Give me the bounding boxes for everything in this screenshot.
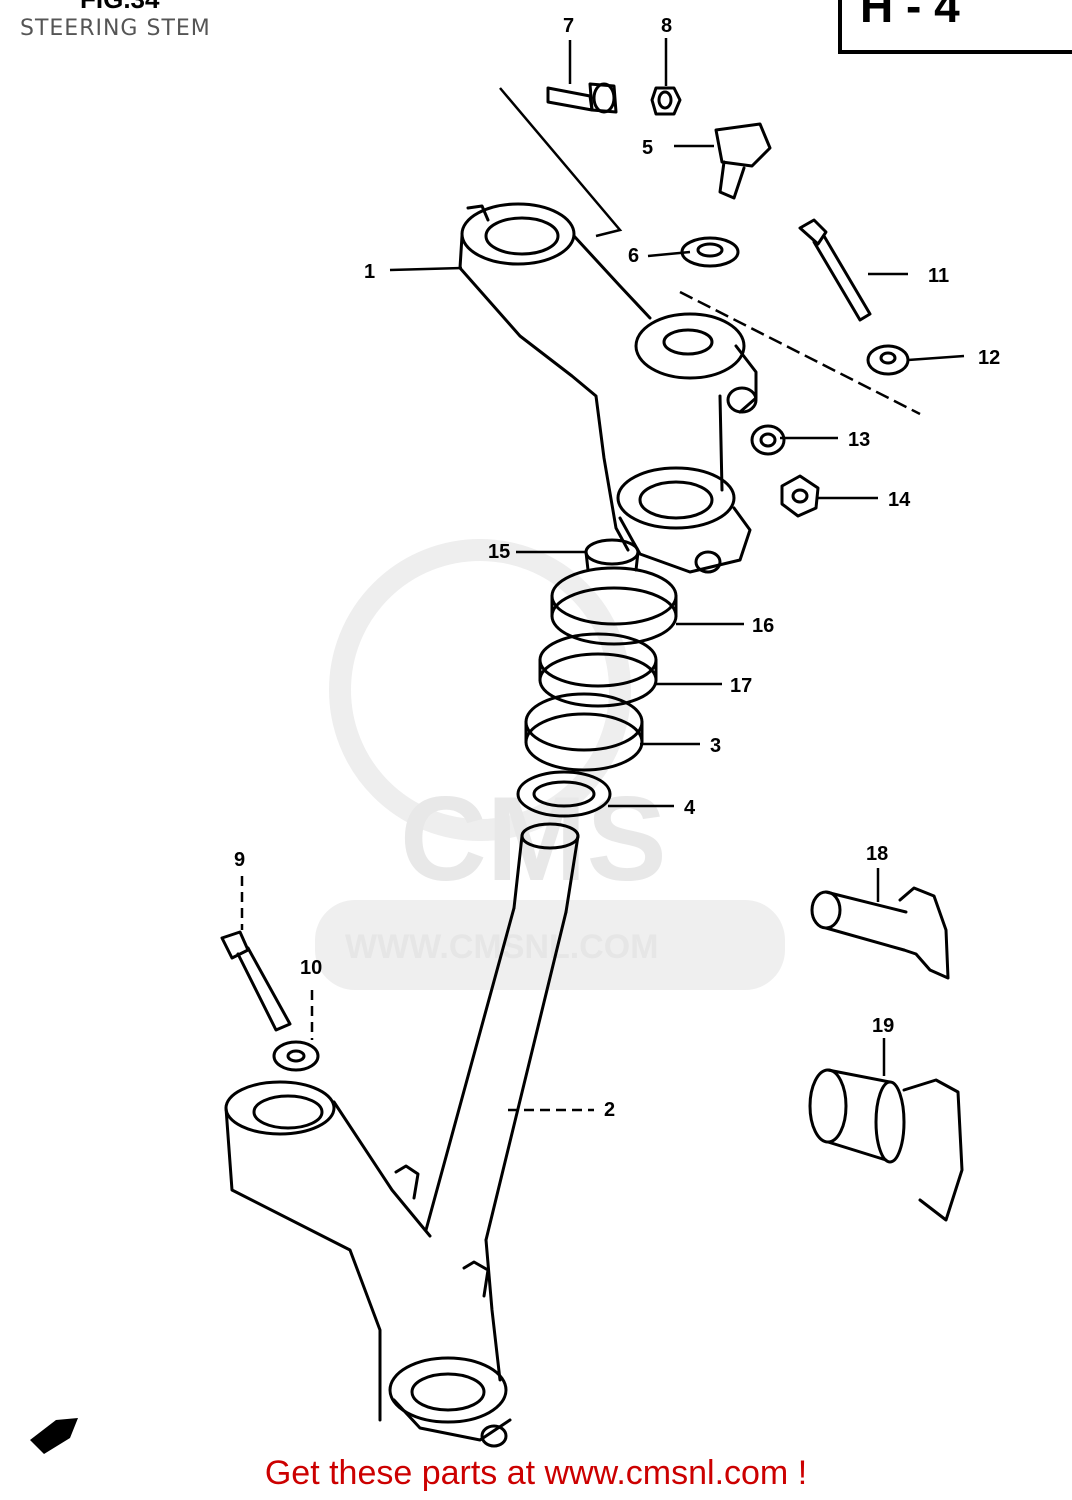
label-7: 7 <box>563 15 574 37</box>
part-19-switch <box>808 1068 964 1222</box>
part-2-steering-stem <box>224 822 580 1448</box>
label-14: 14 <box>888 489 911 511</box>
part-9-bolt <box>220 930 292 1032</box>
diagram-title: STEERING STEM <box>20 16 211 41</box>
watermark: CMS WWW.CMSNL.COM <box>315 539 785 990</box>
label-4: 4 <box>684 797 696 819</box>
part-1-upper-bracket <box>458 202 758 574</box>
label-3: 3 <box>710 735 721 757</box>
label-18: 18 <box>866 843 888 865</box>
part-13-nut <box>750 424 786 456</box>
page-tag-box: H - 4 <box>838 0 1072 54</box>
label-15: 15 <box>488 541 510 563</box>
front-arrow-icon <box>30 1418 78 1454</box>
label-16: 16 <box>752 615 774 637</box>
label-5: 5 <box>642 137 653 159</box>
label-11: 11 <box>928 265 949 287</box>
label-9: 9 <box>234 849 245 871</box>
part-12-washer <box>866 344 910 376</box>
part-16-bearing-race <box>550 566 678 646</box>
figure-number: FIG.34 <box>80 0 159 15</box>
part-labels: 7 8 5 6 1 11 12 13 14 15 16 17 3 4 9 10 … <box>234 15 1000 1121</box>
leader-lines <box>240 38 965 1112</box>
part-11-bolt <box>798 218 872 322</box>
part-15-nut <box>584 538 640 572</box>
label-19: 19 <box>872 1015 894 1037</box>
label-12: 12 <box>978 347 1000 369</box>
part-4-seal <box>516 770 612 818</box>
part-3-bearing-race <box>524 692 644 772</box>
label-1: 1 <box>364 261 375 283</box>
label-10: 10 <box>300 957 322 979</box>
part-8-nut <box>650 86 682 116</box>
part-17-bearing <box>538 632 658 708</box>
part-10-washer <box>272 1040 320 1072</box>
part-7-bolt <box>546 82 618 114</box>
cta-link[interactable]: Get these parts at www.cmsnl.com ! <box>264 1454 808 1492</box>
label-8: 8 <box>661 15 672 37</box>
label-17: 17 <box>730 675 752 697</box>
part-14-nut <box>780 474 820 518</box>
watermark-url: WWW.CMSNL.COM <box>345 928 659 966</box>
page-tag: H - 4 <box>860 0 960 32</box>
part-5-bolt <box>714 122 772 200</box>
label-2: 2 <box>604 1099 615 1121</box>
part-6-washer <box>680 236 740 268</box>
part-18-lock <box>810 886 950 980</box>
label-13: 13 <box>848 429 870 451</box>
label-6: 6 <box>628 245 639 267</box>
